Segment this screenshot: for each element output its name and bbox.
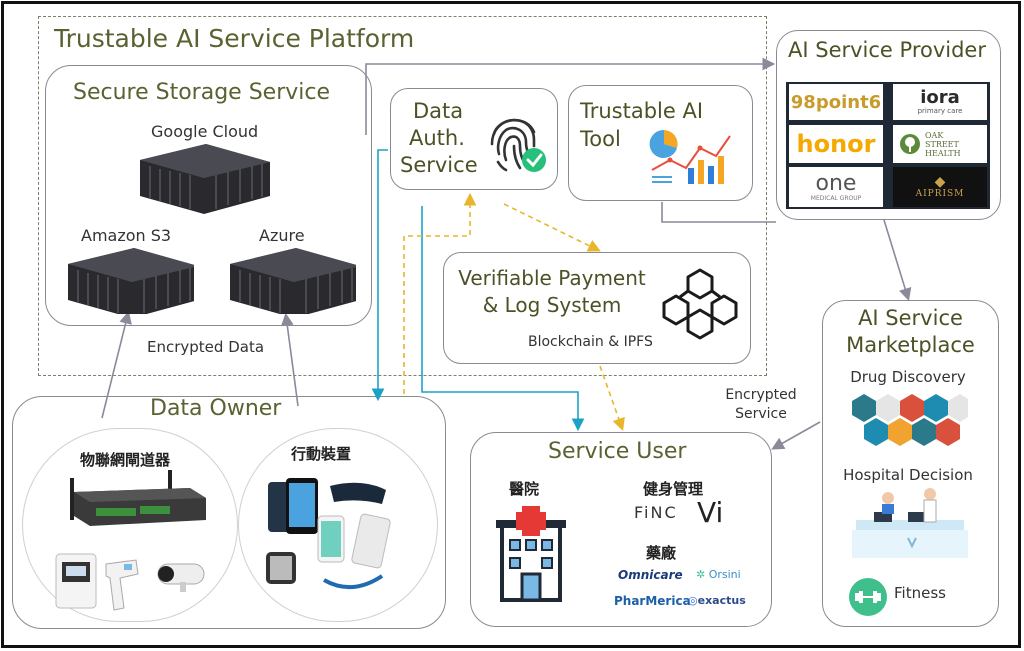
platform-container bbox=[38, 16, 767, 376]
logo-honor: honor bbox=[789, 125, 883, 163]
oak-tree-icon bbox=[900, 134, 920, 154]
brand-orsini: ✲ Orsini bbox=[696, 568, 741, 581]
marketplace-fitness: Fitness bbox=[894, 584, 946, 602]
data-owner-title: Data Owner bbox=[150, 396, 282, 421]
mobile-devices-illustration bbox=[266, 478, 391, 590]
prism-mark-icon: ◆ bbox=[934, 174, 946, 190]
security-camera-icon bbox=[157, 563, 205, 592]
dumbbell-icon bbox=[855, 591, 881, 603]
ai-service-provider-title: AI Service Provider bbox=[788, 38, 986, 62]
marketplace-drug-discovery: Drug Discovery bbox=[850, 368, 966, 386]
provider-azure: Azure bbox=[259, 226, 305, 245]
brand-vi: Vi bbox=[697, 496, 724, 529]
pharma-label: 藥廠 bbox=[646, 544, 677, 562]
platform-title: Trustable AI Service Platform bbox=[54, 24, 415, 53]
logo-one-medical: one MEDICAL GROUP bbox=[789, 167, 883, 207]
edge-label-encrypted-data: Encrypted Data bbox=[147, 338, 265, 356]
marketplace-hospital-decision: Hospital Decision bbox=[843, 466, 973, 484]
brand-pharmerica: PharMerica bbox=[614, 594, 691, 608]
data-auth-title: Data Auth. Service bbox=[400, 99, 478, 177]
brand-omnicare: Omnicare bbox=[618, 568, 683, 582]
payment-log-title: Verifiable Payment & Log System bbox=[458, 266, 646, 317]
payment-log-subtitle: Blockchain & IPFS bbox=[528, 334, 653, 350]
fitness-management-label: 健身管理 bbox=[643, 480, 704, 498]
storage-title: Secure Storage Service bbox=[73, 80, 331, 105]
trustable-ai-tool-title: Trustable AI Tool bbox=[580, 99, 704, 151]
edge-label-encrypted-service: Encrypted Service bbox=[725, 387, 797, 422]
mobile-device-label: 行動裝置 bbox=[291, 445, 352, 463]
brand-finc: FiNC bbox=[634, 503, 678, 522]
analytics-chart-icon bbox=[649, 129, 731, 184]
hospital-label: 醫院 bbox=[509, 480, 540, 498]
brand-exactus: ◎exactus bbox=[688, 594, 746, 607]
ir-thermometer-icon bbox=[105, 559, 139, 611]
provider-google-cloud: Google Cloud bbox=[151, 122, 259, 141]
fitness-icon bbox=[849, 578, 887, 616]
fingerprint-icon bbox=[490, 118, 546, 172]
drug-discovery-illustration bbox=[852, 394, 968, 446]
marketplace-title: AI Service Marketplace bbox=[846, 306, 975, 357]
orsini-mark-icon: ✲ bbox=[696, 568, 706, 581]
blockchain-icon bbox=[662, 268, 738, 340]
hospital-reception-illustration bbox=[852, 488, 968, 558]
azure-server-icon bbox=[229, 247, 356, 314]
hospital-building-icon bbox=[496, 506, 566, 602]
ai-service-marketplace-box bbox=[822, 300, 999, 627]
logo-aiprism: ◆ AIPRISM bbox=[893, 167, 987, 207]
iot-gateway-device-illustration bbox=[70, 470, 206, 526]
google-cloud-server-icon bbox=[139, 143, 271, 215]
logo-iora: iora primary care bbox=[893, 84, 987, 120]
provider-amazon-s3: Amazon S3 bbox=[81, 226, 172, 245]
logo-98point6: 98point6 bbox=[789, 84, 883, 120]
exactus-mark-icon: ◎ bbox=[688, 594, 698, 607]
thermometer-sensor-icon bbox=[55, 553, 97, 609]
iot-gateway-label: 物聯網閘道器 bbox=[80, 451, 171, 469]
service-user-title: Service User bbox=[548, 439, 687, 464]
amazon-s3-server-icon bbox=[67, 247, 194, 314]
